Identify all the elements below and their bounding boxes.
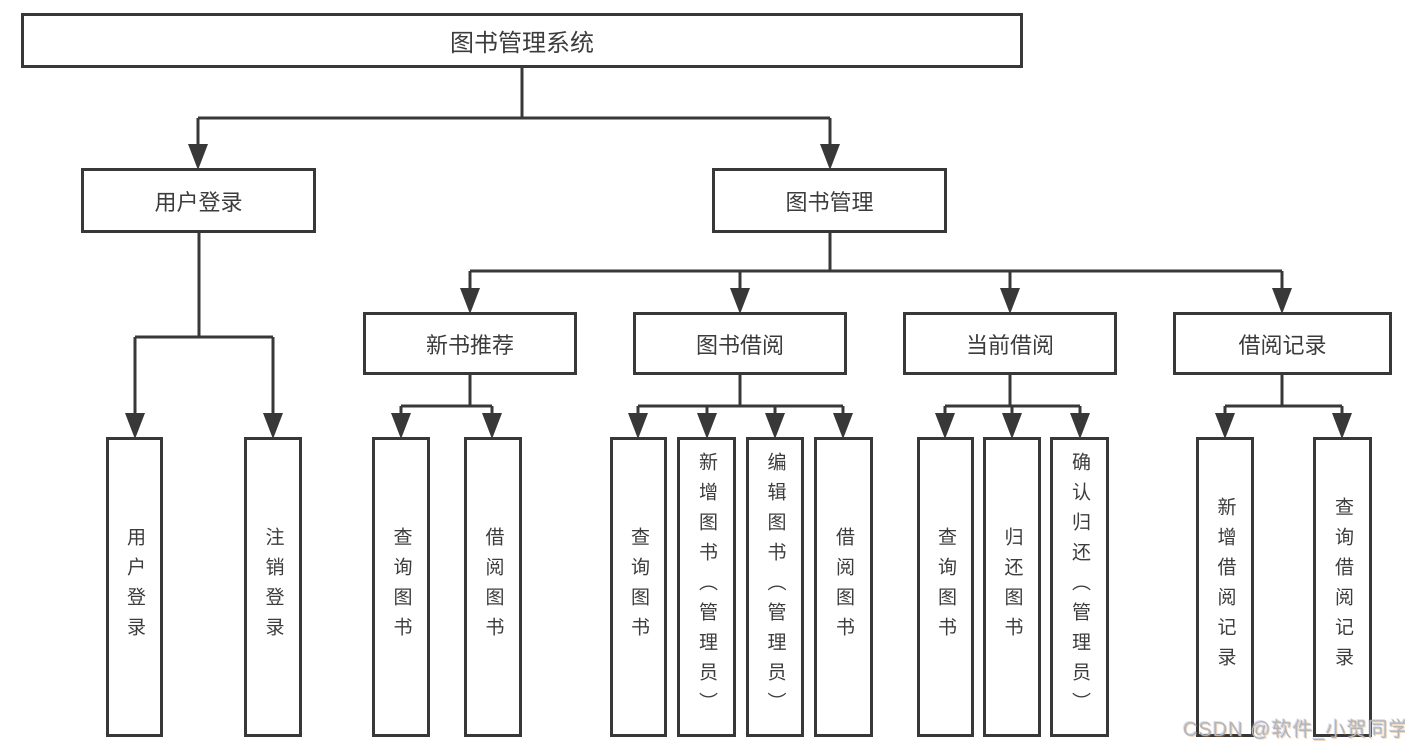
node-label: 确认归还（管理员） xyxy=(1069,452,1090,722)
node-new-book-recommend: 新书推荐 xyxy=(363,312,577,375)
leaf-confirm-return-admin: 确认归还（管理员） xyxy=(1050,437,1109,737)
node-label: 借阅记录 xyxy=(1238,332,1327,358)
node-label: 用户登录 xyxy=(154,189,243,215)
node-label: 查询图书 xyxy=(628,527,649,647)
leaf-edit-book-admin: 编辑图书（管理员） xyxy=(746,437,804,737)
node-label: 新增借阅记录 xyxy=(1214,497,1236,677)
node-library-system: 图书管理系统 xyxy=(21,13,1023,68)
node-label: 借阅图书 xyxy=(482,527,504,647)
node-label: 图书借阅 xyxy=(695,332,784,358)
leaf-borrow-books: 借阅图书 xyxy=(814,437,873,737)
leaf-query-books-borrow: 查询图书 xyxy=(610,437,667,737)
connector-current-borrow-children xyxy=(935,375,1090,439)
node-label: 查询借阅记录 xyxy=(1332,497,1353,677)
node-book-borrowing: 图书借阅 xyxy=(633,312,847,375)
connector-records-children xyxy=(1215,375,1352,439)
node-label: 查询图书 xyxy=(390,527,412,647)
node-label: 新增图书（管理员） xyxy=(696,452,717,722)
leaf-query-books-current: 查询图书 xyxy=(917,437,974,737)
leaf-add-borrow-record: 新增借阅记录 xyxy=(1196,437,1254,737)
connector-root-to-level2 xyxy=(188,68,840,170)
node-borrowing-records: 借阅记录 xyxy=(1173,312,1392,375)
node-label: 用户登录 xyxy=(124,527,145,647)
leaf-user-login: 用户登录 xyxy=(106,437,163,737)
connector-user-login-children xyxy=(125,233,283,439)
leaf-return-book: 归还图书 xyxy=(983,437,1041,737)
node-label: 注销登录 xyxy=(262,527,284,647)
node-label: 图书管理 xyxy=(785,189,874,215)
leaf-borrow-books-recommend: 借阅图书 xyxy=(464,437,522,737)
leaf-add-book-admin: 新增图书（管理员） xyxy=(677,437,736,737)
connector-book-mgmt-children xyxy=(460,233,1292,314)
watermark: CSDN @软件_小贺同学 xyxy=(1183,719,1405,741)
node-label: 查询图书 xyxy=(935,527,956,647)
node-user-login: 用户登录 xyxy=(81,168,316,233)
node-book-management: 图书管理 xyxy=(712,168,947,233)
leaf-query-books-recommend: 查询图书 xyxy=(372,437,430,737)
connector-book-borrow-children xyxy=(628,375,853,439)
node-label: 借阅图书 xyxy=(833,527,854,647)
node-label: 图书管理系统 xyxy=(450,30,594,57)
node-label: 编辑图书（管理员） xyxy=(764,452,786,722)
node-current-borrowing: 当前借阅 xyxy=(903,312,1117,375)
leaf-logout: 注销登录 xyxy=(244,437,302,737)
connector-new-book-children xyxy=(391,375,502,439)
leaf-query-borrow-record: 查询借阅记录 xyxy=(1313,437,1372,737)
node-label: 归还图书 xyxy=(1001,527,1023,647)
node-label: 新书推荐 xyxy=(425,332,514,358)
node-label: 当前借阅 xyxy=(965,332,1054,358)
